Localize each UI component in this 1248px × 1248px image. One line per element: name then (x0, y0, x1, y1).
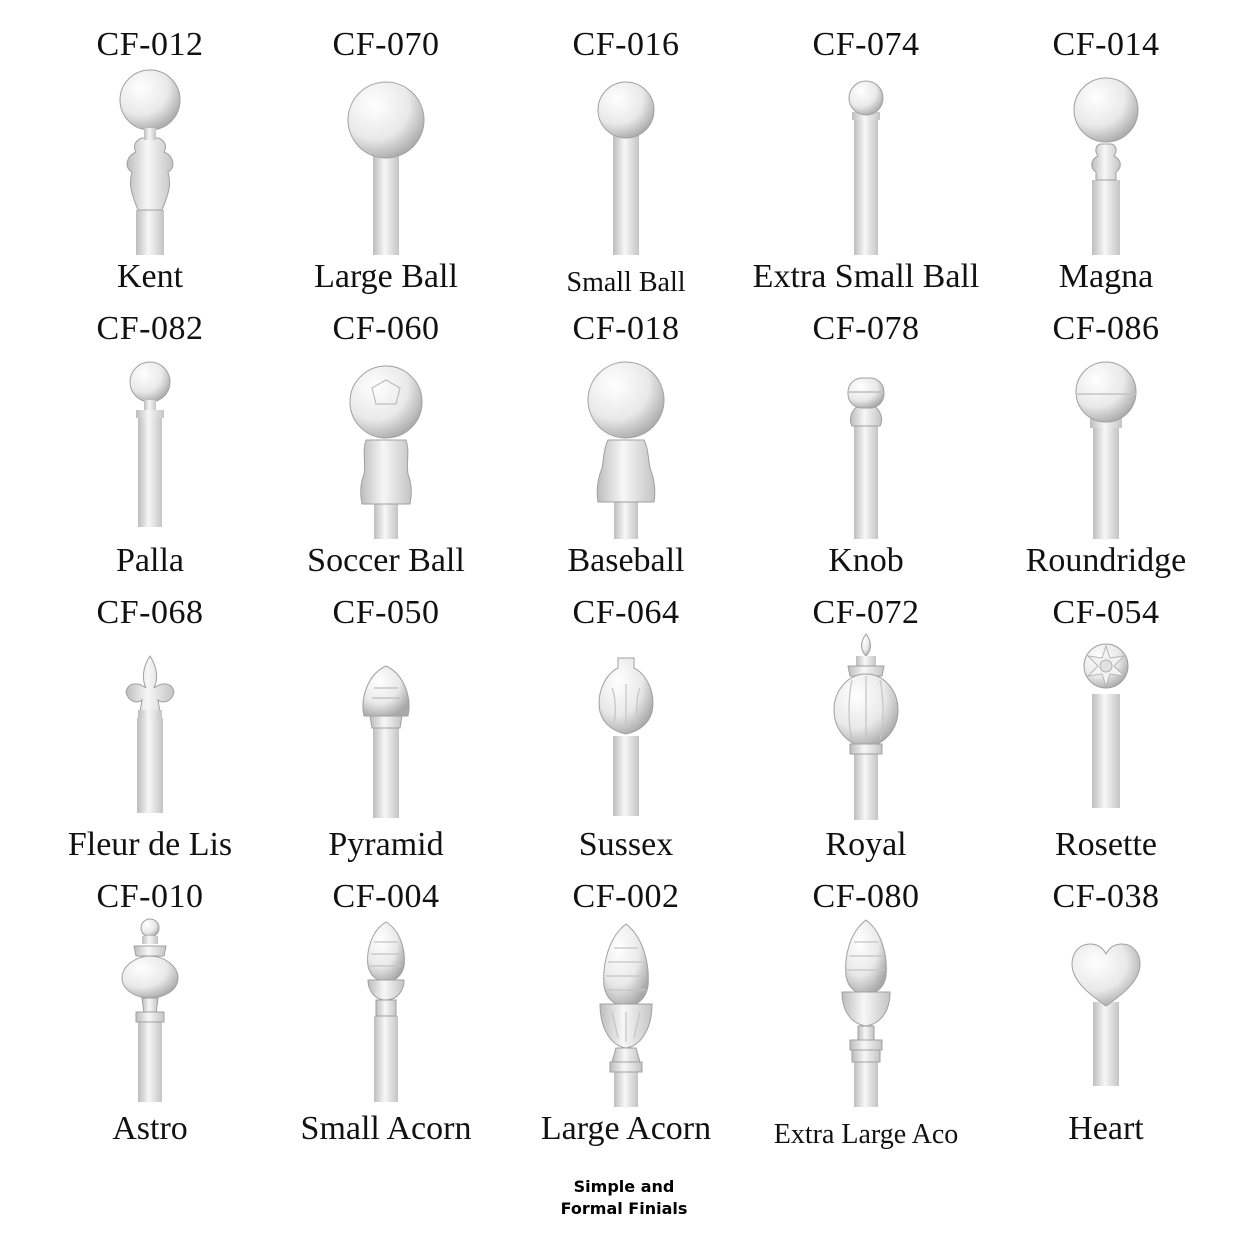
finial-name: Pyramid (328, 826, 444, 863)
finial-name: Extra Large Aco (773, 1119, 959, 1150)
finial-code: CF-060 (332, 310, 440, 347)
finial-cell-cf-064: CF-064 Sussex (506, 568, 746, 863)
heart-finial-image (1071, 943, 1141, 1086)
finial-name: Heart (1068, 1110, 1144, 1147)
extra-large-acorn-finial-image (841, 919, 891, 1107)
baseball-finial-image (587, 361, 665, 539)
rosette-finial-image (1083, 643, 1129, 808)
finial-cell-cf-004: CF-004 Small Acorn (266, 852, 506, 1147)
knob-finial-image (847, 377, 885, 539)
finial-code: CF-068 (96, 594, 204, 631)
finial-cell-cf-074: CF-074 Extra Small Ball (746, 0, 986, 295)
finial-name: Small Acorn (300, 1110, 472, 1147)
fleur-de-lis-finial-image (125, 655, 175, 813)
palla-finial-image (129, 361, 171, 527)
finial-code: CF-014 (1052, 26, 1160, 63)
finial-cell-cf-070: CF-070 Large Ball (266, 0, 506, 295)
soccer-ball-finial-image (349, 365, 423, 539)
small-ball-finial-image (597, 81, 655, 255)
finial-cell-cf-060: CF-060 Soccer Ball (266, 284, 506, 579)
finial-code: CF-078 (812, 310, 920, 347)
finial-cell-cf-050: CF-050 Pyramid (266, 568, 506, 863)
sussex-finial-image (598, 657, 654, 816)
finial-cell-cf-054: CF-054 Rosette (986, 568, 1226, 863)
finial-cell-cf-018: CF-018 Baseball (506, 284, 746, 579)
finial-cell-cf-002: CF-002 Large Acorn (506, 852, 746, 1147)
finial-name: Royal (825, 826, 907, 863)
finial-name: Kent (116, 258, 184, 295)
finial-code: CF-080 (812, 878, 920, 915)
finial-code: CF-038 (1052, 878, 1160, 915)
finial-name: Palla (116, 542, 184, 579)
finial-cell-cf-016: CF-016 Small Ball (506, 0, 746, 298)
finial-code: CF-074 (812, 26, 920, 63)
finial-cell-cf-080: CF-080 Extra Large Aco (746, 852, 986, 1150)
finial-name: Soccer Ball (307, 542, 465, 579)
finial-code: CF-010 (96, 878, 204, 915)
finial-catalog-grid: CF-012 Kent CF-070 Large Ball CF-016 Sma… (30, 0, 1226, 1150)
finial-name: Small Ball (566, 267, 686, 298)
finial-name: Knob (828, 542, 904, 579)
astro-finial-image (121, 918, 179, 1102)
finial-code: CF-018 (572, 310, 680, 347)
finial-name: Large Ball (314, 258, 458, 295)
footer-line-1: Simple and (573, 1177, 675, 1196)
extra-small-ball-finial-image (848, 80, 884, 255)
finial-code: CF-064 (572, 594, 680, 631)
finial-name: Astro (112, 1110, 188, 1147)
catalog-footer: Simple and Formal Finials (0, 1176, 1248, 1220)
finial-name: Magna (1058, 258, 1154, 295)
finial-code: CF-086 (1052, 310, 1160, 347)
finial-cell-cf-078: CF-078 Knob (746, 284, 986, 579)
finial-code: CF-012 (96, 26, 204, 63)
finial-name: Rosette (1055, 826, 1157, 863)
finial-code: CF-002 (572, 878, 680, 915)
finial-cell-cf-010: CF-010 Astro (30, 852, 270, 1147)
magna-finial-image (1073, 77, 1139, 255)
kent-finial-image (119, 69, 181, 255)
finial-cell-cf-012: CF-012 Kent (30, 0, 270, 295)
roundridge-finial-image (1075, 361, 1137, 539)
finial-code: CF-082 (96, 310, 204, 347)
finial-cell-cf-014: CF-014 Magna (986, 0, 1226, 295)
small-acorn-finial-image (367, 921, 405, 1102)
finial-name: Large Acorn (540, 1110, 712, 1147)
finial-cell-cf-068: CF-068 Fleur de Lis (30, 568, 270, 863)
finial-name: Fleur de Lis (67, 826, 233, 863)
finial-cell-cf-086: CF-086 Roundridge (986, 284, 1226, 579)
large-ball-finial-image (347, 81, 425, 255)
finial-code: CF-054 (1052, 594, 1160, 631)
large-acorn-finial-image (599, 923, 653, 1107)
finial-name: Sussex (578, 826, 674, 863)
finial-name: Baseball (567, 542, 685, 579)
pyramid-finial-image (362, 665, 410, 818)
finial-code: CF-070 (332, 26, 440, 63)
finial-code: CF-004 (332, 878, 440, 915)
finial-name: Roundridge (1025, 542, 1187, 579)
royal-finial-image (833, 633, 899, 820)
footer-line-2: Formal Finials (560, 1199, 688, 1218)
finial-cell-cf-072: CF-072 Royal (746, 568, 986, 863)
finial-code: CF-072 (812, 594, 920, 631)
finial-code: CF-050 (332, 594, 440, 631)
finial-cell-cf-038: CF-038 Heart (986, 852, 1226, 1147)
finial-cell-cf-082: CF-082 Palla (30, 284, 270, 579)
finial-name: Extra Small Ball (752, 258, 980, 295)
finial-code: CF-016 (572, 26, 680, 63)
